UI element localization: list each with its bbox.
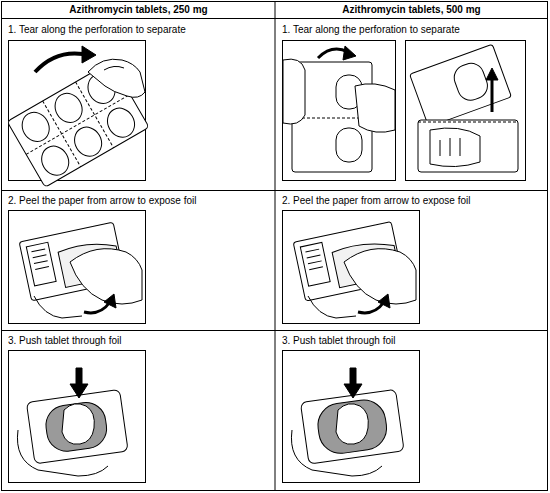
print-line [307,255,321,258]
print-line [34,261,48,264]
column-header: Azithromycin tablets, 500 mg [276,4,547,16]
hand-fingers [291,430,382,476]
step-instruction: 1. Tear along the perforation to separat… [8,24,268,36]
hand-thumb [70,249,142,304]
card-body [26,389,128,463]
blister-pocket [102,103,140,142]
card-piece [410,44,512,127]
picture-frame [283,351,420,483]
card-body [418,120,518,172]
blister-card-bend [283,46,395,172]
hand-fingers [17,430,108,476]
print-line [35,267,49,270]
print-line [305,249,319,252]
blister-pocket [17,107,55,146]
perforation-line [26,94,130,154]
finger-crease [104,66,124,70]
arrow-head [378,294,390,308]
blister-card-separate [410,44,518,172]
row-divider [2,18,548,19]
print-line [33,255,47,258]
curved-arrow [358,302,384,313]
down-arrow [344,368,362,398]
straight-arrow [491,78,494,112]
perforation-line [418,122,518,123]
hand-finger [34,296,82,318]
blister-pocket [50,88,88,127]
hand-finger [308,296,356,318]
row-divider [2,330,548,331]
print-line [31,249,45,252]
row-divider [2,190,548,191]
hand-finger [430,128,480,167]
step-instruction: 3. Push tablet through foil [8,335,268,347]
push-tablet-500 [291,368,404,476]
blister-card-tear [7,46,149,187]
column-header: Azithromycin tablets, 250 mg [2,4,275,16]
picture-frame [283,211,420,324]
hand-thumb [336,404,368,445]
hand-finger [88,59,145,97]
push-tablet-250 [17,368,128,476]
blister-piece [26,389,128,463]
finger-lines [440,138,460,156]
arrow-head [486,68,498,80]
step-instruction: 3. Push tablet through foil [282,335,542,347]
curved-arrow [84,302,110,313]
blister-pocket [36,141,74,180]
blister-piece [300,389,404,464]
step-instruction: 2. Peel the paper from arrow to expose f… [282,195,542,207]
tablet-pocket [43,400,109,454]
step-instruction: 1. Tear along the perforation to separat… [282,24,542,36]
arrow-head [343,46,356,60]
arrow-head [104,294,116,308]
printed-label [300,242,330,286]
tablet-pocket [315,397,389,456]
card-body [300,389,404,464]
perforation-line [76,82,114,148]
print-line [308,261,322,264]
card-body [410,44,512,127]
picture-frame [9,211,146,324]
step-instruction: 2. Peel the paper from arrow to expose f… [8,195,268,207]
hand-finger [355,84,395,133]
arrow-head [82,46,96,63]
peel-paper-500 [293,222,416,318]
hand-thumb [62,404,94,445]
picture-frame [9,351,146,483]
down-arrow [70,368,88,398]
picture-frame [406,41,526,181]
column-divider [275,2,276,491]
curved-arrow [35,53,83,72]
print-line [309,267,323,270]
printed-label [26,242,56,286]
blister-pocket [336,128,362,162]
peel-paper-250 [19,222,142,318]
blister-pocket [451,60,492,104]
blister-pocket [69,122,107,161]
hand-thumb [344,249,416,304]
hand-thumb [283,59,305,124]
picture-frame [283,41,396,181]
